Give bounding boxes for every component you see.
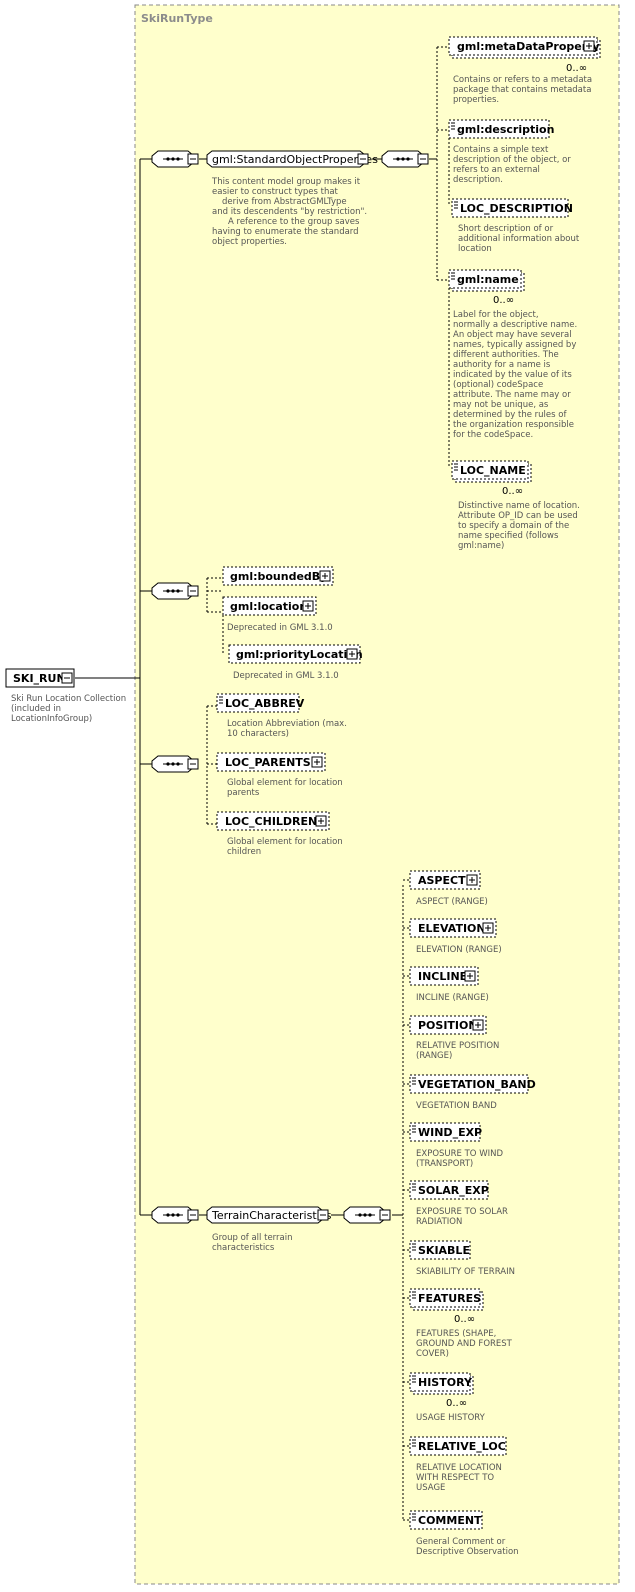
element-elevation[interactable]: ELEVATION: [403, 918, 497, 938]
element-gml-location[interactable]: gml:location: [222, 596, 317, 616]
group-std-name: gml:StandardObjectProperties: [212, 153, 378, 166]
element-gml-description[interactable]: gml:description: [448, 119, 554, 139]
svg-text:ASPECT: ASPECT: [418, 874, 466, 887]
root-element-ski-run[interactable]: SKI_RUN: [5, 668, 75, 688]
desc-prioritylocation: Deprecated in GML 3.1.0: [233, 671, 339, 681]
svg-text:SKIABLE: SKIABLE: [418, 1244, 470, 1257]
element-features[interactable]: FEATURES: [403, 1288, 484, 1311]
svg-text:gml:name: gml:name: [457, 273, 519, 286]
container-title: SkiRunType: [141, 12, 213, 25]
element-comment[interactable]: COMMENT: [403, 1510, 483, 1530]
svg-text:VEGETATION_BAND: VEGETATION_BAND: [418, 1078, 536, 1091]
group-std-desc: This content model group makes it easier…: [211, 177, 370, 247]
svg-text:gml:priorityLocation: gml:priorityLocation: [236, 648, 363, 661]
sequence-compositor[interactable]: [151, 582, 199, 600]
desc-features: FEATURES (SHAPE, GROUND AND FOREST COVER…: [416, 1329, 515, 1359]
sequence-compositor[interactable]: [151, 755, 199, 773]
desc-name: Label for the object, normally a descrip…: [453, 310, 580, 440]
desc-description: Contains a simple text description of th…: [453, 145, 574, 185]
desc-metadataproperty: Contains or refers to a metadata package…: [453, 75, 595, 105]
svg-text:ELEVATION: ELEVATION: [418, 922, 486, 935]
element-solar-exp[interactable]: SOLAR_EXP: [403, 1180, 489, 1200]
svg-text:gml:boundedBy: gml:boundedBy: [230, 570, 327, 583]
desc-comment: General Comment or Descriptive Observati…: [416, 1537, 519, 1557]
element-skiable[interactable]: SKIABLE: [403, 1240, 471, 1260]
container-box: [134, 4, 620, 1585]
group-terrain-name: TerrainCharacteristics: [211, 1209, 332, 1222]
desc-vegetation-band: VEGETATION BAND: [416, 1101, 497, 1111]
desc-skiable: SKIABILITY OF TERRAIN: [416, 1267, 515, 1277]
sequence-compositor[interactable]: [381, 150, 429, 168]
card-metadataproperty: 0..∞: [566, 63, 587, 74]
group-terrain-desc: Group of all terrain characteristics: [212, 1233, 295, 1253]
desc-elevation: ELEVATION (RANGE): [416, 945, 502, 955]
sequence-compositor[interactable]: [151, 1206, 199, 1224]
desc-loc-parents: Global element for location parents: [227, 778, 345, 798]
desc-position: RELATIVE POSITION (RANGE): [416, 1041, 502, 1061]
group-standard-object-properties[interactable]: gml:StandardObjectProperties: [206, 150, 378, 168]
element-gml-prioritylocation[interactable]: gml:priorityLocation: [228, 644, 363, 664]
element-vegetation-band[interactable]: VEGETATION_BAND: [403, 1074, 536, 1094]
svg-text:SOLAR_EXP: SOLAR_EXP: [418, 1184, 489, 1197]
sequence-compositor[interactable]: [343, 1206, 391, 1224]
element-loc-children[interactable]: LOC_CHILDREN: [216, 811, 330, 831]
desc-loc-description: Short description of or additional infor…: [458, 224, 582, 254]
element-history[interactable]: HISTORY: [403, 1372, 474, 1395]
svg-text:gml:location: gml:location: [230, 600, 307, 613]
element-gml-name[interactable]: gml:name: [448, 269, 525, 292]
card-name: 0..∞: [493, 295, 514, 306]
desc-loc-children: Global element for location children: [227, 837, 345, 857]
element-aspect[interactable]: ASPECT: [403, 870, 481, 890]
svg-text:gml:description: gml:description: [457, 123, 554, 136]
desc-history: USAGE HISTORY: [416, 1413, 486, 1423]
card-history: 0..∞: [446, 1398, 467, 1409]
desc-loc-abbrev: Location Abbreviation (max. 10 character…: [227, 719, 350, 739]
svg-text:LOC_PARENTS: LOC_PARENTS: [225, 756, 311, 769]
desc-relative-loc: RELATIVE LOCATION WITH RESPECT TO USAGE: [416, 1463, 505, 1493]
desc-incline: INCLINE (RANGE): [416, 993, 489, 1003]
element-loc-name[interactable]: LOC_NAME: [451, 460, 532, 483]
svg-text:COMMENT: COMMENT: [418, 1514, 482, 1527]
svg-text:LOC_DESCRIPTION: LOC_DESCRIPTION: [460, 202, 573, 215]
element-gml-boundedby[interactable]: gml:boundedBy: [222, 566, 334, 586]
desc-location: Deprecated in GML 3.1.0: [227, 623, 333, 633]
element-position[interactable]: POSITION: [403, 1015, 487, 1035]
element-loc-abbrev[interactable]: LOC_ABBREV: [216, 693, 305, 713]
svg-text:INCLINE: INCLINE: [418, 970, 467, 983]
element-loc-description[interactable]: LOC_DESCRIPTION: [451, 198, 573, 218]
element-wind-exp[interactable]: WIND_EXP: [403, 1122, 482, 1142]
group-terrain-characteristics[interactable]: TerrainCharacteristics: [206, 1206, 332, 1224]
element-incline[interactable]: INCLINE: [403, 966, 479, 986]
desc-wind-exp: EXPOSURE TO WIND (TRANSPORT): [416, 1149, 506, 1169]
element-gml-metadataproperty[interactable]: gml:metaDataProperty: [448, 36, 601, 59]
svg-text:RELATIVE_LOC: RELATIVE_LOC: [418, 1440, 506, 1453]
svg-text:LOC_NAME: LOC_NAME: [460, 464, 526, 477]
svg-text:HISTORY: HISTORY: [418, 1376, 473, 1389]
root-name: SKI_RUN: [13, 672, 66, 685]
sequence-compositor[interactable]: [151, 150, 199, 168]
card-loc-name: 0..∞: [502, 486, 523, 497]
optional-connectors: [206, 46, 447, 1520]
svg-text:FEATURES: FEATURES: [418, 1292, 481, 1305]
desc-loc-name: Distinctive name of location. Attribute …: [458, 501, 583, 551]
svg-text:LOC_CHILDREN: LOC_CHILDREN: [225, 815, 317, 828]
desc-aspect: ASPECT (RANGE): [416, 897, 488, 907]
element-loc-parents[interactable]: LOC_PARENTS: [216, 752, 326, 772]
card-features: 0..∞: [454, 1314, 475, 1325]
root-desc: Ski Run Location Collection (included in…: [11, 694, 129, 724]
svg-text:LOC_ABBREV: LOC_ABBREV: [225, 697, 305, 710]
svg-text:gml:metaDataProperty: gml:metaDataProperty: [457, 40, 600, 53]
desc-solar-exp: EXPOSURE TO SOLAR RADIATION: [416, 1207, 511, 1227]
svg-text:WIND_EXP: WIND_EXP: [418, 1126, 482, 1139]
element-relative-loc[interactable]: RELATIVE_LOC: [403, 1436, 507, 1456]
svg-text:POSITION: POSITION: [418, 1019, 478, 1032]
